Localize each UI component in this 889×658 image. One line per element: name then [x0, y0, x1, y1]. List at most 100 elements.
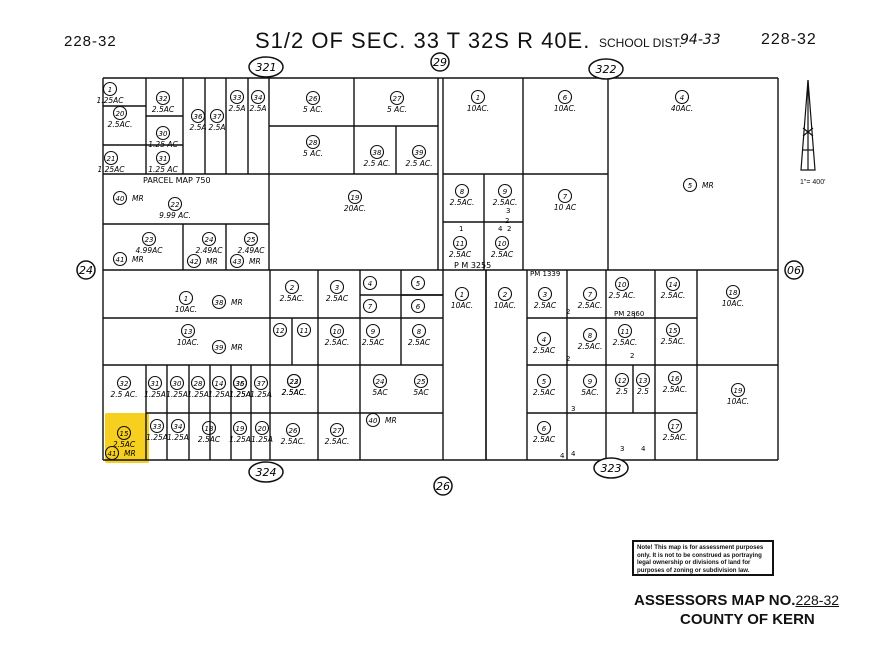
- parcel-28[interactable]: 281.25A: [187, 375, 209, 400]
- parcel-22[interactable]: 229.99 AC.: [159, 196, 191, 221]
- parcel-20[interactable]: 201.25A: [251, 420, 273, 445]
- parcel-37[interactable]: 372.5A: [208, 108, 226, 133]
- road-marker-29: 29: [430, 52, 450, 72]
- parcel-38[interactable]: 382.5 AC.: [363, 144, 391, 169]
- parcel-11[interactable]: 112.5AC.: [613, 323, 638, 348]
- parcel-18[interactable]: 182.5AC: [198, 420, 221, 445]
- parcel-20[interactable]: 202.5AC.: [108, 105, 133, 130]
- parcel-11[interactable]: 112.5AC: [449, 235, 472, 260]
- parcel-37[interactable]: 371.25A: [250, 375, 272, 400]
- parcel-5[interactable]: 52.5AC: [533, 373, 556, 398]
- parcel-4[interactable]: 4: [362, 275, 378, 291]
- parcel-15[interactable]: 152.5AC: [113, 425, 136, 450]
- parcel-13[interactable]: 132.5: [635, 372, 651, 397]
- parcel-acreage: 1.25A: [208, 390, 230, 399]
- parcel-14[interactable]: 142.5AC.: [661, 276, 686, 301]
- parcel-number: 28: [309, 139, 318, 147]
- lot-number: 2: [566, 355, 570, 363]
- parcel-acreage: 10AC.: [494, 301, 516, 310]
- parcel-33[interactable]: 332.5A: [228, 89, 246, 114]
- parcel-34[interactable]: 342.5A: [249, 89, 267, 114]
- parcel-11[interactable]: 11: [296, 322, 312, 338]
- left-map-code: 228-32: [64, 33, 117, 50]
- parcel-16[interactable]: 162.5AC.: [663, 370, 688, 395]
- parcel-21[interactable]: 211.25AC: [97, 150, 125, 175]
- parcel-36[interactable]: 362.5A: [189, 108, 207, 133]
- parcel-14[interactable]: 141.25A: [208, 375, 230, 400]
- parcel-30[interactable]: 301.25A: [166, 375, 188, 400]
- parcel-number: 1: [184, 295, 188, 303]
- parcel-7[interactable]: 710 AC: [554, 188, 577, 213]
- parcel-3[interactable]: 32.5AC: [326, 279, 349, 304]
- parcel-10[interactable]: 102.5AC: [491, 235, 514, 260]
- parcel-3[interactable]: 32.5AC: [534, 286, 557, 311]
- parcel-1[interactable]: 11.25AC: [96, 81, 124, 106]
- parcel-33[interactable]: 331.25A: [146, 418, 168, 443]
- parcel-30[interactable]: 301.25 AC: [148, 125, 178, 150]
- parcel-22[interactable]: 222.5AC.: [282, 373, 307, 398]
- parcel-15[interactable]: 152.5AC.: [661, 322, 686, 347]
- parcel-24[interactable]: 242.49AC: [195, 231, 223, 256]
- highlighted-parcel[interactable]: [105, 413, 149, 463]
- parcel-39[interactable]: 392.5 AC.: [405, 144, 433, 169]
- parcel-31[interactable]: 311.25 AC: [148, 150, 178, 175]
- parcel-26[interactable]: 265 AC.: [303, 90, 323, 115]
- parcel-10[interactable]: 102.5 AC.: [608, 276, 636, 301]
- parcel-32[interactable]: 322.5AC: [152, 90, 175, 115]
- parcel-12[interactable]: 122.5: [614, 372, 630, 397]
- parcel-32[interactable]: 322.5 AC.: [110, 375, 138, 400]
- parcel-6[interactable]: 62.5AC: [533, 420, 556, 445]
- parcel-9[interactable]: 92.5AC.: [493, 183, 518, 208]
- parcel-34[interactable]: 341.25A: [167, 418, 189, 443]
- parcel-2[interactable]: 22.5AC.: [280, 279, 305, 304]
- parcel-19[interactable]: 191.25A: [229, 420, 251, 445]
- parcel-23[interactable]: 234.99AC: [135, 231, 163, 256]
- parcel-acreage: MR: [231, 298, 243, 307]
- parcel-4[interactable]: 42.5AC: [533, 331, 556, 356]
- parcel-number: 34: [254, 94, 263, 102]
- parcel-36[interactable]: 361.25A: [229, 375, 251, 400]
- parcel-number: 35: [236, 380, 245, 388]
- parcel-27[interactable]: 275 AC.: [387, 90, 407, 115]
- parcel-10[interactable]: 102.5AC.: [325, 323, 350, 348]
- parcel-17[interactable]: 172.5AC.: [663, 418, 688, 443]
- parcel-acreage: 2.5AC: [449, 250, 472, 259]
- parcel-28[interactable]: 285 AC.: [303, 134, 323, 159]
- parcel-12[interactable]: 12: [272, 322, 288, 338]
- parcel-26[interactable]: 262.5AC.: [281, 422, 306, 447]
- parcel-8[interactable]: 82.5AC.: [450, 183, 475, 208]
- parcel-27[interactable]: 272.5AC.: [325, 422, 350, 447]
- parcel-25[interactable]: 252.49AC: [237, 231, 265, 256]
- parcel-5[interactable]: 5: [410, 275, 426, 291]
- parcel-7[interactable]: 72.5AC.: [578, 286, 603, 311]
- parcel-7[interactable]: 7: [362, 298, 378, 314]
- parcel-31[interactable]: 311.25A: [144, 375, 166, 400]
- parcel-8[interactable]: 82.5AC: [408, 323, 431, 348]
- parcel-8[interactable]: 82.5AC.: [578, 327, 603, 352]
- parcel-6[interactable]: 6: [410, 298, 426, 314]
- parcel-9[interactable]: 92.5AC: [362, 323, 385, 348]
- parcel-number: 41: [116, 256, 125, 264]
